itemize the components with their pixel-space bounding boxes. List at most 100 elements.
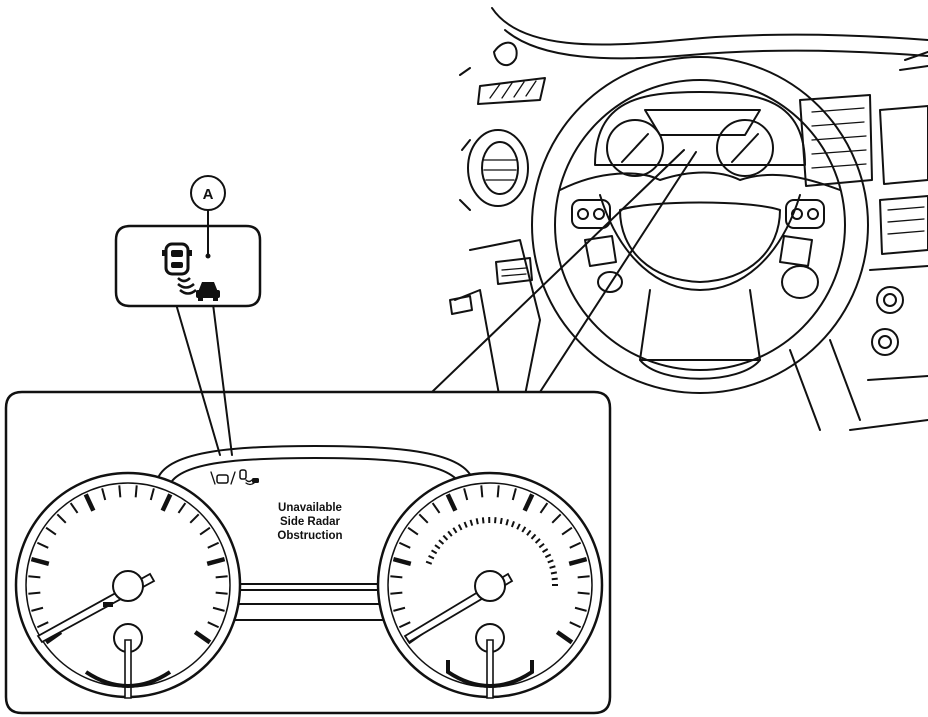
- inner-scale-tick: [534, 538, 541, 544]
- inner-scale-tick: [551, 577, 558, 581]
- message-line-2: Side Radar: [280, 516, 341, 528]
- gauge-tick: [83, 493, 96, 512]
- inner-scale-tick: [549, 565, 556, 569]
- gauge-tick: [574, 606, 587, 612]
- gauge-tick: [36, 621, 49, 629]
- inner-scale-tick: [538, 542, 545, 549]
- lane-departure-icon: [210, 471, 236, 485]
- gauge-tick: [390, 591, 403, 595]
- gauge-tick: [568, 556, 588, 566]
- inner-scale-tick: [547, 559, 554, 564]
- callout-label-circle: [190, 175, 226, 211]
- inner-scale-tick: [510, 521, 515, 528]
- gauge-tick: [551, 513, 562, 524]
- gauge-tick: [31, 606, 44, 612]
- gauge-tick: [398, 541, 411, 549]
- gauge-tick: [398, 621, 411, 629]
- gauge-tick: [431, 502, 441, 514]
- gauge-tick: [56, 513, 67, 524]
- gauge-tick: [118, 485, 122, 498]
- left-gauge: [14, 471, 242, 699]
- inner-scale-tick: [499, 517, 503, 525]
- side-radar-obstruction-icon: [162, 242, 220, 301]
- gauge-tick: [511, 488, 517, 501]
- gauge-tick: [212, 606, 225, 612]
- gauge-tick: [189, 513, 200, 524]
- gauge-tick: [101, 488, 107, 501]
- inner-scale-tick: [481, 517, 485, 524]
- message-line-1: Unavailable: [278, 502, 342, 514]
- inner-scale-tick: [434, 544, 441, 550]
- inner-scale-tick: [428, 555, 435, 560]
- gauge-tick: [207, 621, 220, 629]
- gauge-tick: [393, 606, 406, 612]
- inner-scale-tick: [438, 539, 445, 545]
- gauge-tick: [539, 502, 549, 514]
- inner-scale-tick: [430, 549, 438, 555]
- blind-spot-icon: [239, 469, 259, 486]
- left-gauge-hub: [112, 570, 144, 602]
- gauge-tick: [407, 526, 419, 536]
- callout-label: A: [203, 186, 214, 203]
- inner-scale-tick: [452, 527, 458, 534]
- gauge-tick: [561, 526, 573, 536]
- gauge-tick: [199, 526, 211, 536]
- gauge-tick: [577, 591, 590, 595]
- gauge-tick: [193, 630, 212, 645]
- gauge-tick: [207, 541, 220, 549]
- gauge-tick: [36, 541, 49, 549]
- gauge-tick: [215, 575, 228, 579]
- inner-scale-tick: [442, 534, 449, 541]
- fuel-needle: [124, 639, 132, 699]
- gauge-tick: [177, 502, 187, 514]
- right-gauge-inner-scale: [425, 516, 558, 586]
- inner-scale-tick: [521, 526, 527, 533]
- inner-scale-tick: [425, 560, 433, 565]
- gauge-tick: [555, 630, 574, 645]
- inner-scale-tick: [457, 524, 463, 531]
- left-gauge-ticks: [28, 485, 228, 645]
- inner-scale-tick: [516, 523, 521, 530]
- gauge-tick: [160, 493, 173, 512]
- temp-needle: [486, 639, 494, 699]
- gauge-tick: [390, 575, 403, 579]
- message-line-3: Obstruction: [277, 530, 342, 542]
- gauge-tick: [206, 556, 226, 566]
- gauge-tick: [480, 485, 484, 498]
- gauge-tick: [445, 493, 458, 512]
- gauge-tick: [392, 556, 412, 566]
- temp-scale: [446, 660, 534, 688]
- inner-scale-tick: [475, 518, 479, 525]
- gauge-tick: [45, 526, 57, 536]
- gauge-tick: [522, 493, 535, 512]
- callout-pointer-lines: [431, 149, 697, 393]
- right-gauge-hub: [474, 570, 506, 602]
- gauge-tick: [134, 485, 138, 498]
- dashboard-illustration: [449, 7, 928, 431]
- inner-scale-tick: [526, 529, 532, 536]
- inner-scale-tick: [463, 521, 468, 528]
- gauge-tick: [69, 502, 79, 514]
- inner-scale-tick: [530, 533, 537, 540]
- inner-scale-tick: [542, 548, 549, 553]
- gauge-tick: [577, 575, 590, 579]
- inner-scale-tick: [550, 571, 558, 575]
- gauge-tick: [569, 621, 582, 629]
- icon-callout: A: [114, 175, 262, 456]
- inner-scale-tick: [544, 553, 552, 559]
- gauge-tick: [496, 485, 500, 498]
- fuel-scale: [84, 670, 172, 688]
- gauge-tick: [215, 591, 228, 595]
- gauge-tick: [28, 575, 41, 579]
- right-gauge-ticks: [390, 485, 590, 645]
- right-gauge: [376, 471, 604, 699]
- gauge-tick: [28, 591, 41, 595]
- fuel-icon: [103, 602, 113, 607]
- inner-scale-tick: [469, 519, 474, 526]
- gauge-tick: [569, 541, 582, 549]
- gauge-tick: [463, 488, 469, 501]
- inner-scale-tick: [505, 519, 509, 526]
- gauge-tick: [30, 556, 50, 566]
- inner-scale-tick: [447, 530, 453, 537]
